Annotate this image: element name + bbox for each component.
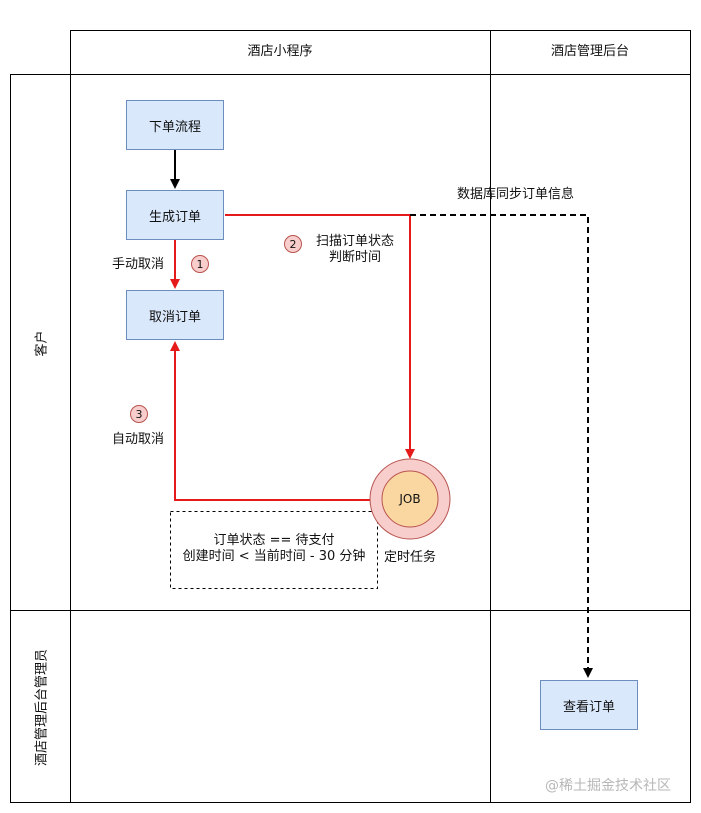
condition-line1: 订单状态 == 待支付 <box>213 533 335 548</box>
job-inner-circle <box>381 470 439 528</box>
watermark: @稀土掘金技术社区 <box>545 778 671 794</box>
edge-job-to-cancel <box>170 341 370 501</box>
lane-row-customer: 客户 <box>34 330 50 357</box>
place-order-node: 下单流程 <box>126 100 224 150</box>
lane-header-admin: 酒店管理后台 <box>550 44 629 59</box>
cancel-order-node: 取消订单 <box>126 290 224 340</box>
scan-label-line2: 判断时间 <box>328 250 381 265</box>
step-badge-3: 3 <box>130 405 148 423</box>
condition-line2: 创建时间 < 当前时间 - 30 分钟 <box>182 549 366 564</box>
create-order-node: 生成订单 <box>126 190 224 240</box>
manual-cancel-label: 手动取消 <box>112 257 165 272</box>
db-sync-label: 数据库同步订单信息 <box>457 187 575 202</box>
auto-cancel-label: 自动取消 <box>112 432 165 447</box>
view-order-node: 查看订单 <box>540 680 638 730</box>
step-badge-2: 2 <box>284 235 302 253</box>
swimlane-grid <box>10 30 691 803</box>
scheduled-task-label: 定时任务 <box>384 550 437 565</box>
scan-label-line1: 扫描订单状态 <box>315 234 394 249</box>
step-badge-1: 1 <box>191 255 209 273</box>
edge-db-sync <box>410 214 593 678</box>
job-label: JOB <box>399 492 421 506</box>
condition-box <box>170 511 378 589</box>
lane-header-miniapp: 酒店小程序 <box>247 44 313 59</box>
lane-row-admin: 酒店管理后台管理员 <box>34 649 50 767</box>
